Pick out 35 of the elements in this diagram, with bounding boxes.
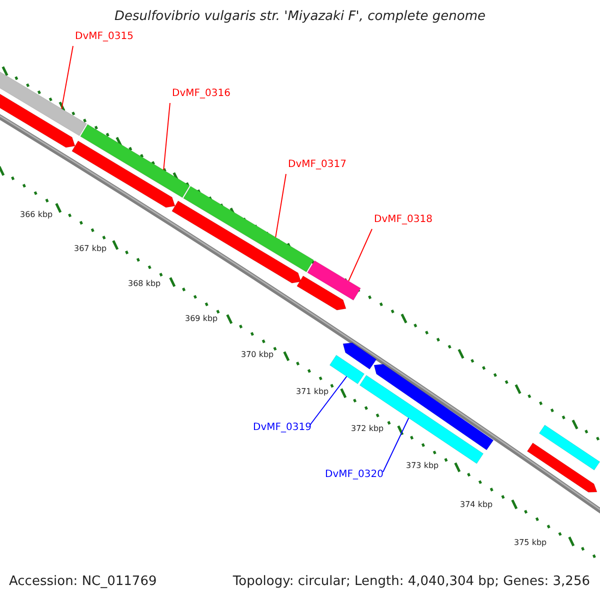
gene-segment bbox=[80, 124, 190, 198]
scale-label: 371 kbp bbox=[296, 387, 329, 397]
scale-label: 370 kbp bbox=[241, 350, 274, 360]
scale-label: 372 kbp bbox=[351, 424, 384, 434]
gene-segment bbox=[172, 200, 302, 284]
scale-label: 374 kbp bbox=[460, 500, 493, 510]
genome-stats-text: Topology: circular; Length: 4,040,304 bp; Genes: 3,256 bbox=[232, 574, 590, 590]
gene-segment bbox=[526, 442, 598, 492]
leader-line bbox=[275, 174, 286, 238]
gene-label: DvMF_0317 bbox=[288, 159, 346, 171]
scale-label: 367 kbp bbox=[74, 244, 107, 254]
gene-segment bbox=[296, 276, 346, 310]
gene-label: DvMF_0316 bbox=[172, 88, 230, 100]
gene-segment bbox=[538, 424, 600, 470]
scale-label: 368 kbp bbox=[128, 279, 161, 289]
gene-segment bbox=[183, 186, 314, 272]
leader-line bbox=[382, 418, 410, 472]
gene-label: DvMF_0318 bbox=[374, 214, 432, 226]
gene-segment bbox=[329, 354, 365, 384]
scale-label: 375 kbp bbox=[514, 538, 547, 548]
leader-line bbox=[348, 228, 372, 282]
scale-label: 366 kbp bbox=[20, 210, 53, 220]
leader-line bbox=[310, 376, 348, 426]
gene-segment bbox=[72, 140, 176, 208]
gene-label: DvMF_0320 bbox=[325, 469, 384, 481]
scale-label: 369 kbp bbox=[185, 314, 218, 324]
gene-segment bbox=[307, 260, 361, 300]
scale-label: 373 kbp bbox=[406, 461, 439, 471]
leader-line bbox=[61, 46, 74, 110]
gene-label: DvMF_0319 bbox=[253, 422, 312, 434]
gene-label: DvMF_0315 bbox=[75, 31, 134, 43]
title: Desulfovibrio vulgaris str. 'Miyazaki F', complete genome bbox=[113, 9, 487, 25]
accession-text: Accession: NC_011769 bbox=[9, 574, 157, 590]
gene-segment bbox=[342, 342, 377, 370]
leader-line bbox=[163, 102, 170, 170]
